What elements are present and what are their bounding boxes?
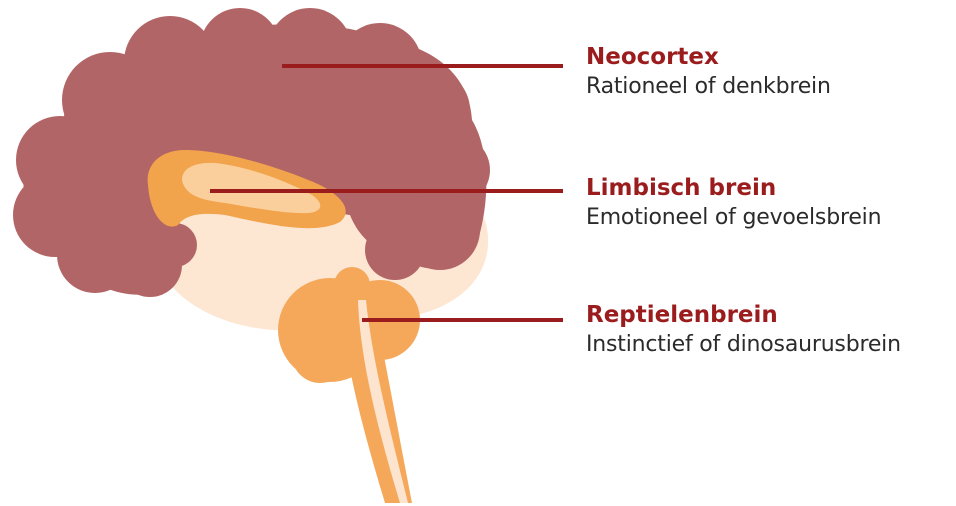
reptilian-brain-description: Instinctief of dinosaurusbrein: [586, 330, 901, 360]
limbic-brain-description: Emotioneel of gevoelsbrein: [586, 203, 881, 233]
neocortex-description: Rationeel of denkbrein: [586, 72, 831, 102]
reptilian-brain: [278, 267, 420, 503]
limbic-brain-title: Limbisch brein: [586, 173, 881, 203]
label-limbic-brain: Limbisch brein Emotioneel of gevoelsbrei…: [586, 173, 881, 233]
neocortex-title: Neocortex: [586, 42, 831, 72]
label-neocortex: Neocortex Rationeel of denkbrein: [586, 42, 831, 102]
reptilian-brain-title: Reptielenbrein: [586, 300, 901, 330]
label-reptilian-brain: Reptielenbrein Instinctief of dinosaurus…: [586, 300, 901, 360]
